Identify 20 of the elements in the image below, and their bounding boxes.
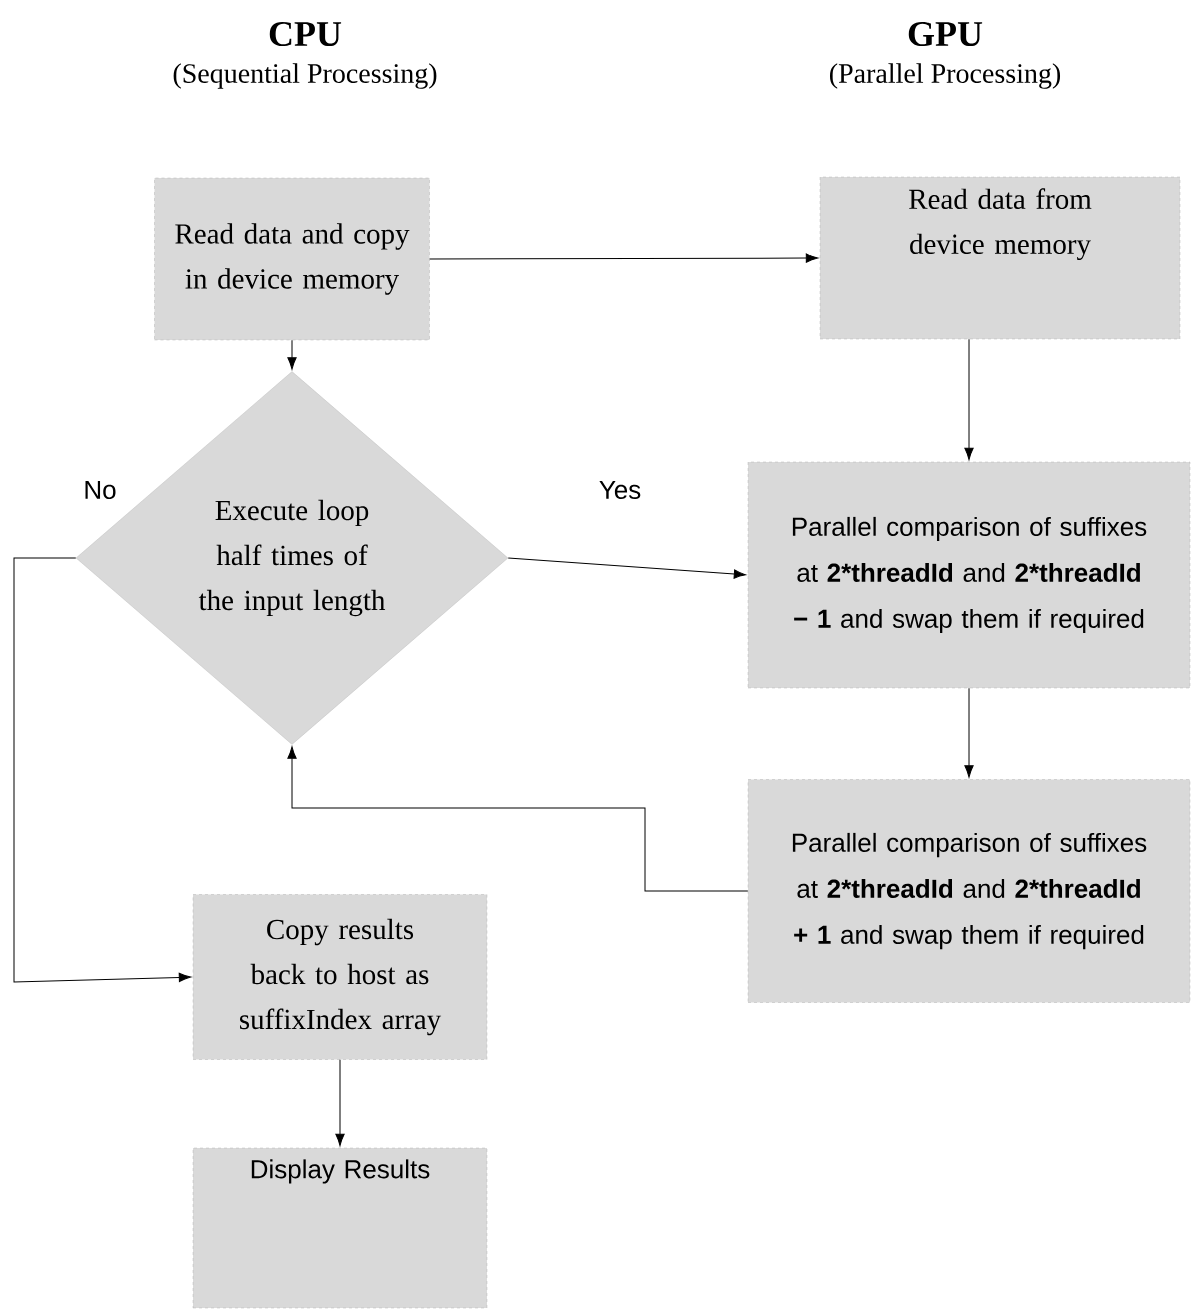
process-box: Read data from device memory	[819, 176, 1181, 340]
column-heading: GPU	[908, 21, 983, 47]
arrow	[964, 687, 974, 778]
process-box: Display Results	[192, 1147, 488, 1309]
column-heading: CPU	[269, 21, 342, 47]
column-heading: (Parallel Processing)	[830, 63, 1061, 89]
process-box: Copy results back to host as suffixIndex array	[192, 894, 488, 1060]
arrow	[287, 339, 297, 370]
arrow	[964, 338, 974, 461]
process-box: Parallel comparison of suffixes at 2*threadId and 2*threadId + 1 and swap them if required	[747, 779, 1191, 1003]
arrow	[429, 253, 819, 263]
arrow	[13, 557, 192, 983]
arrow	[287, 746, 749, 892]
process-box: Read data and copy in device memory	[154, 177, 430, 341]
process-box: Parallel comparison of suffixes at 2*threadId and 2*threadId − 1 and swap them if required	[747, 461, 1191, 689]
arrow	[507, 557, 747, 579]
column-heading: (Sequential Processing)	[173, 63, 437, 89]
arrow	[335, 1059, 345, 1147]
edge-label: Yes	[596, 478, 644, 502]
edge-label: No	[81, 478, 119, 502]
